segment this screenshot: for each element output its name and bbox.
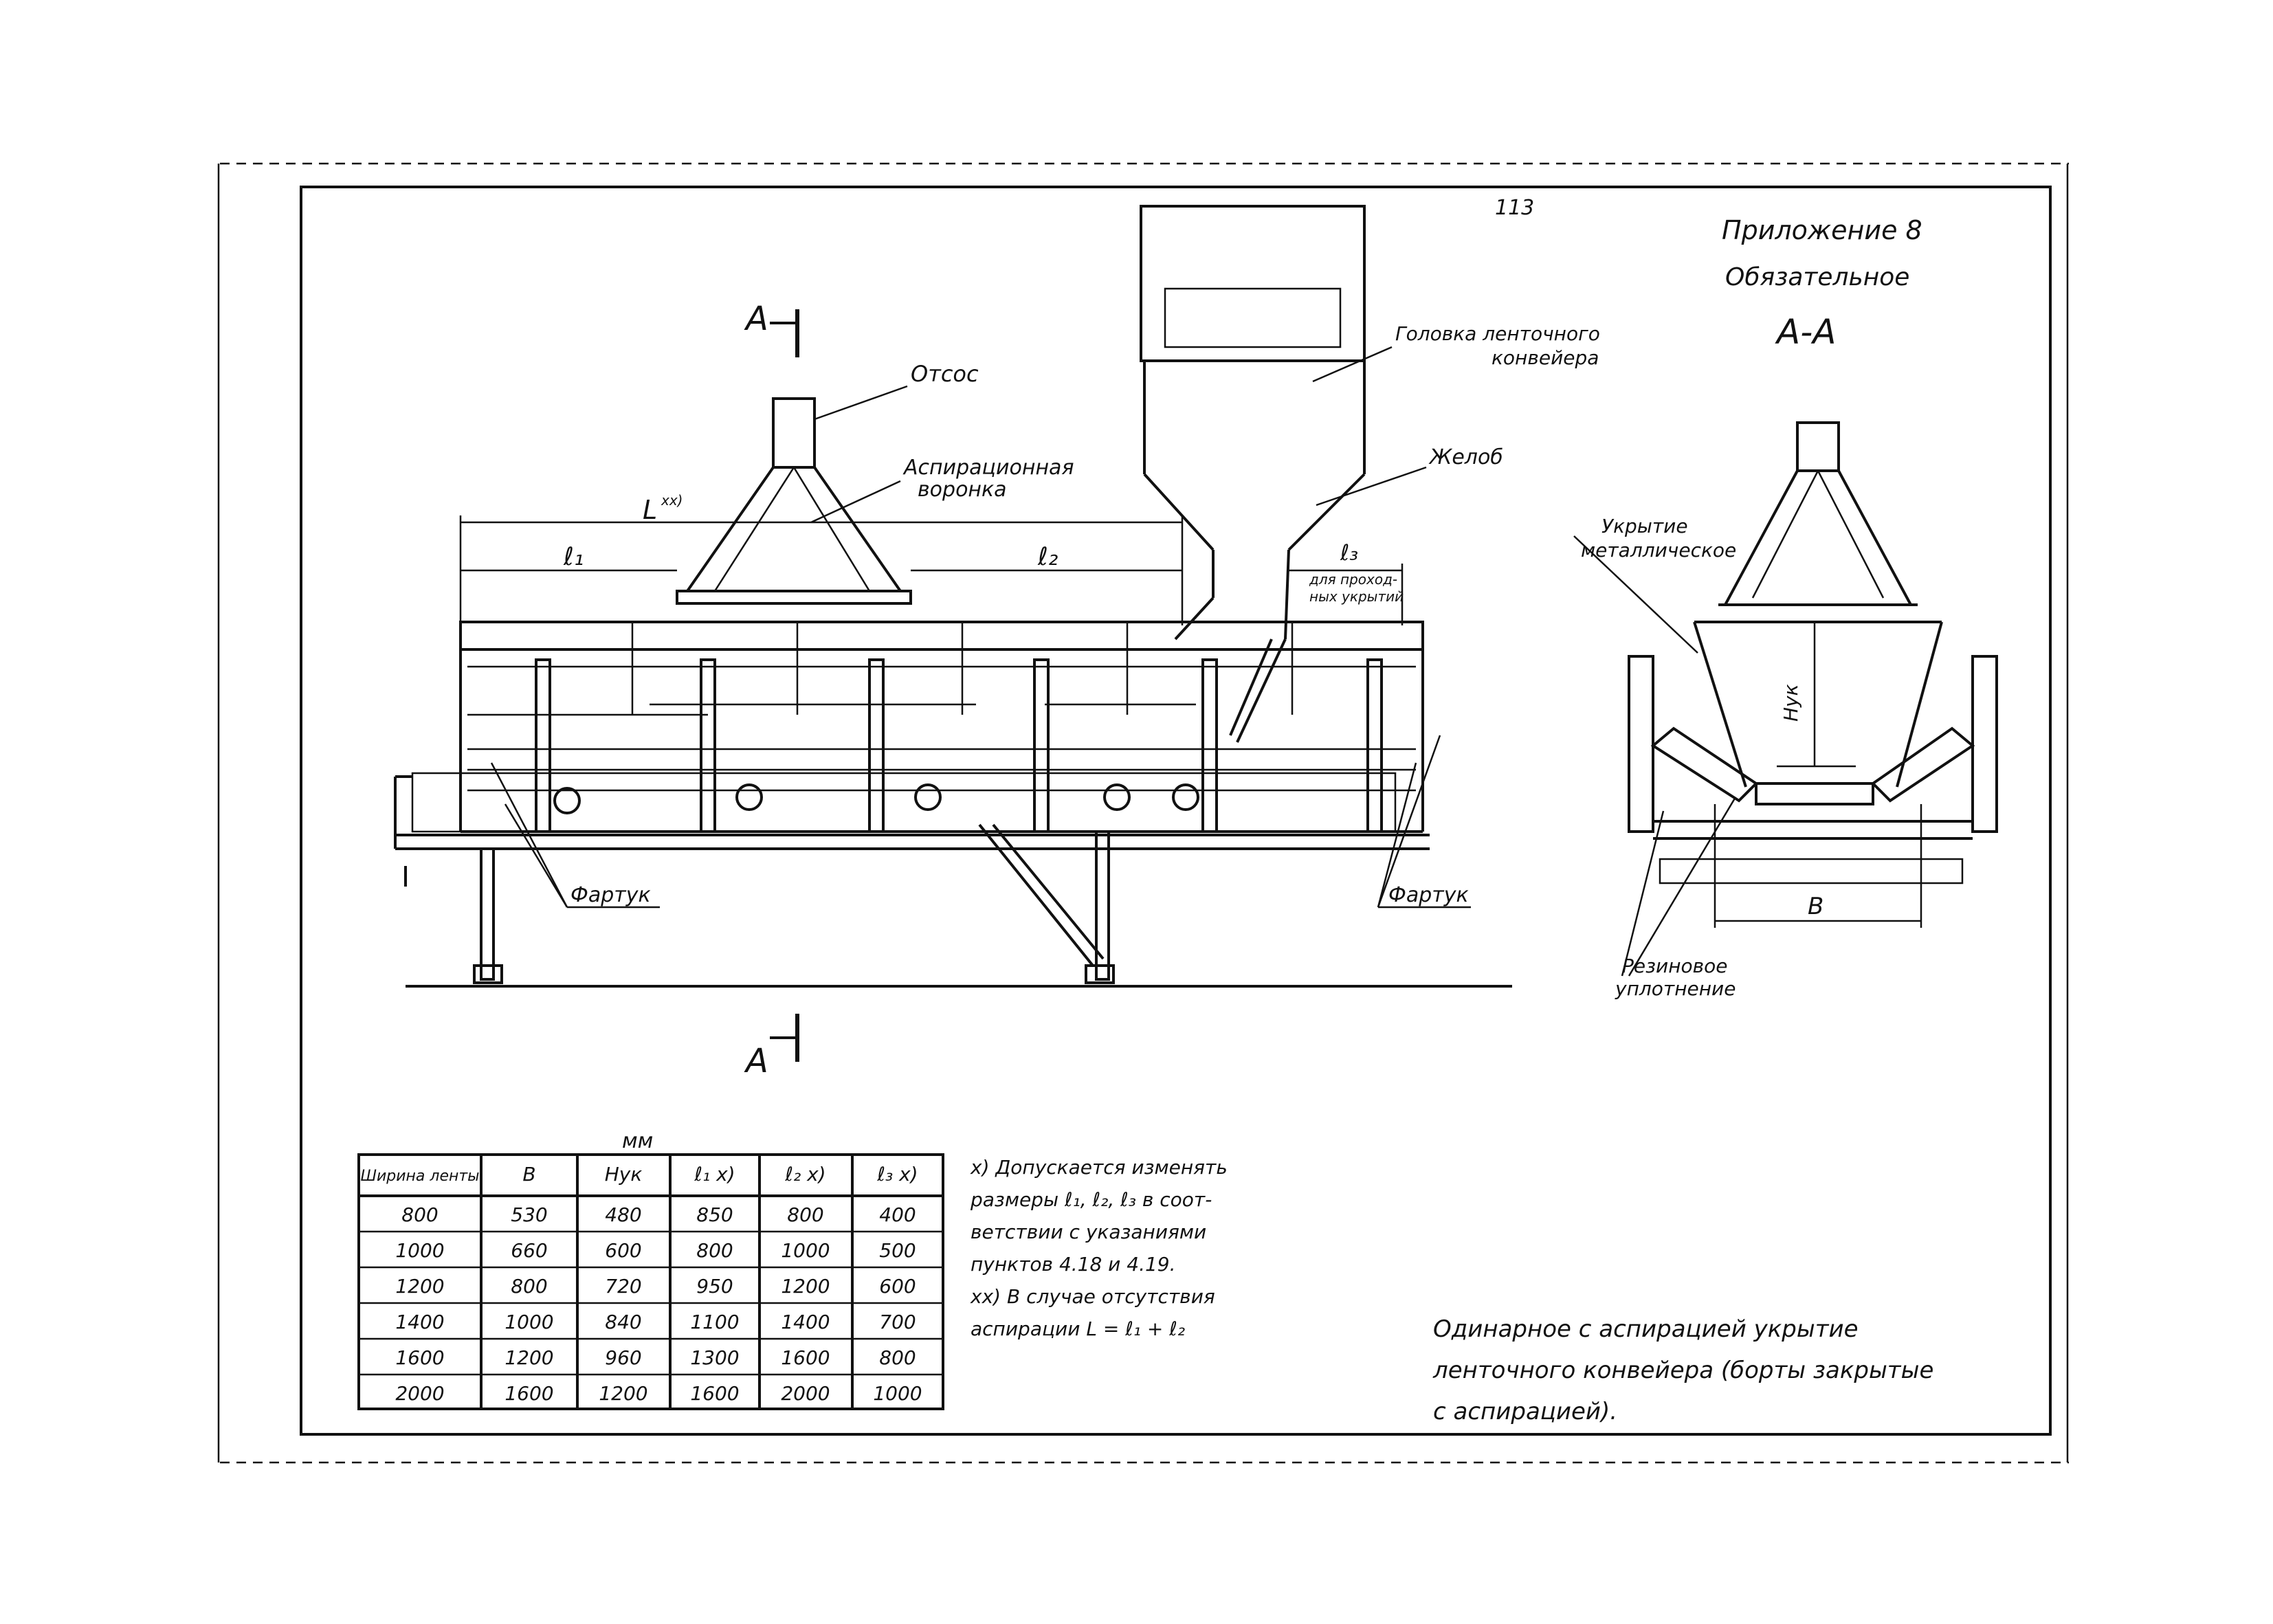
side-view: A A bbox=[394, 205, 1600, 1080]
table-header-cell: Нук bbox=[605, 1163, 643, 1186]
apron-leaders bbox=[490, 735, 1471, 909]
conveyor-cover bbox=[411, 621, 1424, 833]
table-cell: 1200 bbox=[395, 1275, 444, 1298]
table-cell: 530 bbox=[511, 1203, 547, 1226]
note-line-1: x) Допускается изменять bbox=[970, 1156, 1228, 1179]
table-cell: 1200 bbox=[599, 1382, 647, 1405]
metal-cover-label-1: Укрытие bbox=[1601, 515, 1688, 537]
table-header-cell: ℓ₁ x) bbox=[694, 1163, 735, 1186]
table-cell: 660 bbox=[511, 1239, 547, 1262]
table-cell: 2000 bbox=[781, 1382, 830, 1405]
table-cell: 1100 bbox=[690, 1311, 739, 1333]
table-cell: 400 bbox=[879, 1203, 916, 1226]
table-unit: мм bbox=[622, 1129, 653, 1153]
table-header-cell: ℓ₃ x) bbox=[876, 1163, 918, 1186]
table-cell: 950 bbox=[696, 1275, 733, 1298]
rollers bbox=[553, 783, 1199, 814]
conveyor-frame bbox=[394, 775, 1512, 988]
l3-note-line1: для проход- bbox=[1309, 571, 1397, 588]
table-cell: 800 bbox=[879, 1346, 916, 1369]
table-cell: 700 bbox=[879, 1311, 916, 1333]
nuk-label: Нук bbox=[1779, 684, 1802, 722]
dim-l1-label: ℓ₁ bbox=[563, 543, 584, 571]
table-cell: 600 bbox=[879, 1275, 916, 1298]
apron-left-label: Фартук bbox=[570, 883, 651, 907]
table-cell: 1000 bbox=[873, 1382, 922, 1405]
table-cell: 1600 bbox=[690, 1382, 739, 1405]
table-header-cell: ℓ₂ x) bbox=[784, 1163, 825, 1186]
metal-cover-label-2: металлическое bbox=[1581, 539, 1736, 561]
appendix-status: Обязательное bbox=[1725, 263, 1909, 291]
cover-posts bbox=[535, 622, 1383, 833]
conveyor-head bbox=[1140, 205, 1366, 743]
dim-L-label: L bbox=[643, 495, 657, 525]
table-cell: 600 bbox=[605, 1239, 641, 1262]
aspiration-funnel-label-2: воронка bbox=[918, 478, 1007, 502]
table-cell: 960 bbox=[605, 1346, 641, 1369]
table-cell: 1300 bbox=[690, 1346, 739, 1369]
apron-right-label: Фартук bbox=[1388, 883, 1469, 907]
section-view: В Нук Укрытие металлическое Резиновое уп… bbox=[1573, 421, 1998, 1000]
table-cell: 1600 bbox=[395, 1346, 444, 1369]
rubber-seal-label-1: Резиновое bbox=[1622, 955, 1728, 977]
aspiration-funnel bbox=[676, 397, 912, 605]
table-cell: 720 bbox=[605, 1275, 641, 1298]
aspiration-funnel-label-1: Аспирационная bbox=[902, 456, 1074, 480]
table-cell: 480 bbox=[605, 1203, 641, 1226]
table-cell: 800 bbox=[401, 1203, 438, 1226]
notes: x) Допускается изменять размеры ℓ₁, ℓ₂, … bbox=[970, 1156, 1228, 1340]
caption-line-3: с аспирацией). bbox=[1433, 1398, 1617, 1425]
table-cell: 1600 bbox=[505, 1382, 553, 1405]
chute-label: Желоб bbox=[1428, 445, 1503, 469]
rubber-seal-label-2: уплотнение bbox=[1615, 977, 1736, 1000]
note-line-6: аспирации L = ℓ₁ + ℓ₂ bbox=[971, 1317, 1185, 1340]
caption-line-1: Одинарное с аспирацией укрытие bbox=[1433, 1315, 1859, 1343]
drawing-caption: Одинарное с аспирацией укрытие ленточног… bbox=[1432, 1315, 1933, 1425]
table-cell: 1200 bbox=[505, 1346, 553, 1369]
table-cell: 800 bbox=[787, 1203, 823, 1226]
table-cell: 1000 bbox=[395, 1239, 444, 1262]
section-marker-bottom: A bbox=[744, 1042, 768, 1080]
table-cell: 1400 bbox=[781, 1311, 830, 1333]
table-header-cell: Ширина ленты bbox=[360, 1168, 479, 1185]
dimension-lines bbox=[459, 515, 1404, 625]
dim-B-label: В bbox=[1808, 893, 1823, 920]
table-cell: 2000 bbox=[395, 1382, 444, 1405]
l3-note-line2: ных укрытий bbox=[1309, 588, 1404, 605]
table-cell: 1000 bbox=[505, 1311, 553, 1333]
appendix-title: Приложение 8 bbox=[1722, 215, 1922, 245]
table-cell: 840 bbox=[605, 1311, 641, 1333]
dim-l3-label: ℓ₃ bbox=[1340, 540, 1358, 566]
outer-frame bbox=[217, 162, 2069, 1464]
table-cell: 800 bbox=[696, 1239, 733, 1262]
table-cell: 1200 bbox=[781, 1275, 830, 1298]
caption-line-2: ленточного конвейера (борты закрытые bbox=[1432, 1357, 1933, 1384]
note-line-4: пунктов 4.18 и 4.19. bbox=[971, 1253, 1176, 1276]
dim-l2-label: ℓ₂ bbox=[1037, 543, 1058, 571]
table-cell: 500 bbox=[879, 1239, 916, 1262]
table-header-cell: В bbox=[522, 1163, 535, 1186]
conveyor-head-label-2: конвейера bbox=[1492, 346, 1599, 369]
otsos-label: Отсос bbox=[911, 361, 979, 387]
table-cell: 1400 bbox=[395, 1311, 444, 1333]
table-cell: 800 bbox=[511, 1275, 547, 1298]
table-cell: 1000 bbox=[781, 1239, 830, 1262]
section-marker-top: A bbox=[744, 300, 768, 338]
table-cell: 1600 bbox=[781, 1346, 830, 1369]
conveyor-head-label-1: Головка ленточного bbox=[1395, 322, 1600, 345]
note-line-2: размеры ℓ₁, ℓ₂, ℓ₃ в соот- bbox=[970, 1188, 1212, 1211]
table-cell: 850 bbox=[696, 1203, 733, 1226]
page-number: 113 bbox=[1495, 196, 1534, 220]
section-view-label: A-A bbox=[1775, 312, 1836, 352]
dim-L-note: xx) bbox=[661, 492, 683, 509]
note-line-5: xx) В случае отсутствия bbox=[970, 1285, 1215, 1308]
note-line-3: ветствии с указаниями bbox=[971, 1221, 1206, 1243]
inner-border bbox=[300, 186, 2052, 1436]
dimensions-table: мм Ширина ленты В Нук ℓ₁ x) ℓ₂ x) ℓ₃ x) 800 530… bbox=[357, 1129, 944, 1410]
